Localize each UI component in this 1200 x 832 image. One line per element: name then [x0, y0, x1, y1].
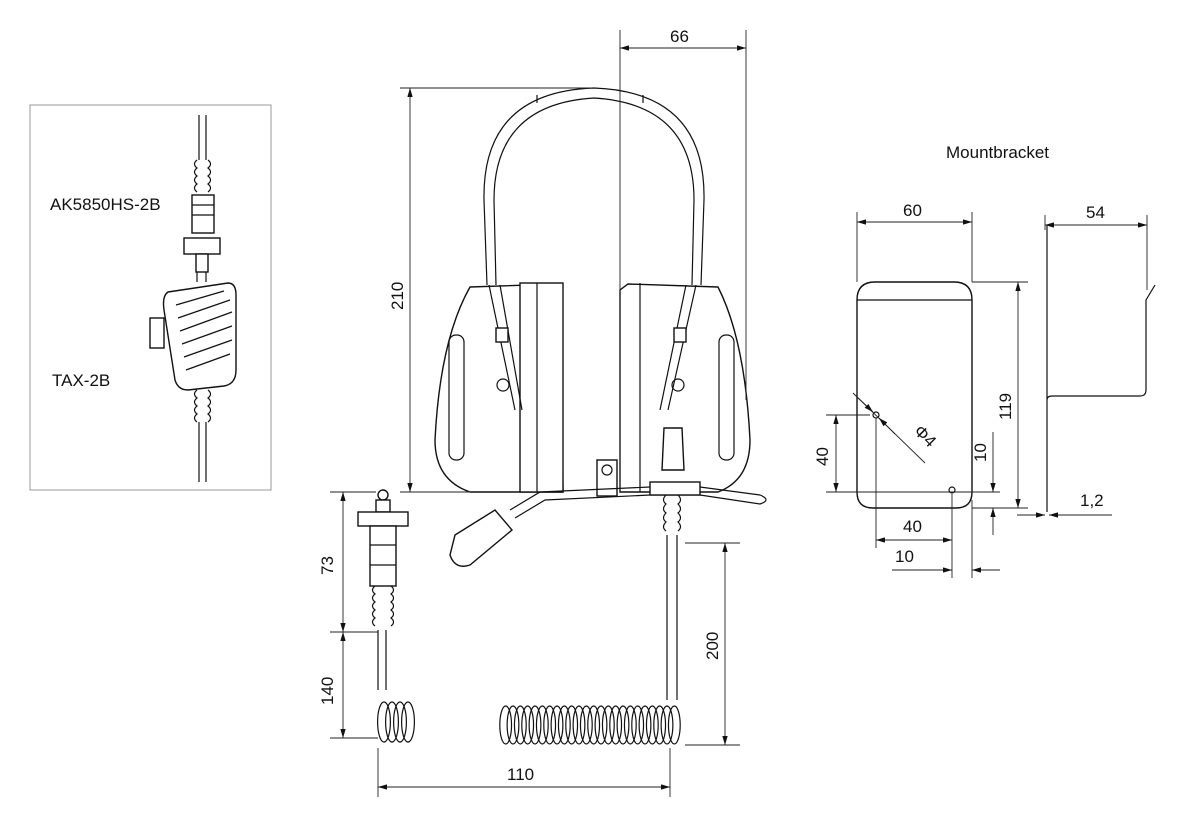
mount-bracket: Mountbracket 60 54 119 40 10 Φ4 40 [813, 143, 1156, 578]
ptt-label: TAX-2B [52, 371, 110, 390]
coil-loop [667, 705, 681, 745]
coil-loop [521, 705, 535, 745]
coil-loop [506, 705, 520, 745]
coil-loop [623, 705, 637, 745]
coil-loop [385, 701, 400, 743]
coil-loop [393, 701, 408, 743]
dim-66: 66 [670, 27, 689, 46]
dim-60: 60 [903, 201, 922, 220]
coil-loop [535, 705, 549, 745]
headset-dimensions: 66 210 73 140 200 110 [318, 27, 747, 797]
dim-210: 210 [388, 282, 407, 310]
dim-thickness: 1,2 [1080, 491, 1104, 510]
coil-loop [631, 705, 645, 745]
dim-140: 140 [318, 677, 337, 705]
coil-loop [653, 705, 667, 745]
coil-loop [587, 705, 601, 745]
dim-10-vertical: 10 [971, 443, 990, 462]
coil-loop [594, 705, 608, 745]
headset-drawing [357, 87, 767, 745]
dim-40-horizontal: 40 [903, 517, 922, 536]
coil-loop [528, 705, 542, 745]
dim-54: 54 [1086, 203, 1105, 222]
coil-loop [645, 705, 659, 745]
coil-loop [609, 705, 623, 745]
connector-label: AK5850HS-2B [50, 195, 161, 214]
inset-panel: AK5850HS-2B TAX-2B [29, 104, 272, 491]
coil-loop [543, 705, 557, 745]
dim-40-vertical: 40 [813, 447, 832, 466]
coil-loop [601, 705, 615, 745]
coil-loop [401, 701, 416, 743]
connector-drawing [183, 115, 221, 273]
coiled-cable-long [499, 705, 681, 745]
coil-loop [550, 705, 564, 745]
coil-loop [377, 701, 392, 743]
coiled-cable-short [377, 701, 416, 743]
dim-10-horizontal: 10 [895, 547, 914, 566]
bracket-title: Mountbracket [946, 143, 1049, 162]
coil-loop [616, 705, 630, 745]
coil-loop [579, 705, 593, 745]
dim-200: 200 [703, 632, 722, 660]
coil-loop [499, 705, 513, 745]
coil-loop [513, 705, 527, 745]
coil-loop [660, 705, 674, 745]
coil-loop [638, 705, 652, 745]
dim-110: 110 [507, 765, 534, 784]
dim-73: 73 [318, 556, 337, 575]
coil-loop [557, 705, 571, 745]
coil-loop [572, 705, 586, 745]
ptt-switch-drawing [149, 272, 237, 482]
plug-drawing [357, 489, 409, 690]
dim-119: 119 [996, 393, 1015, 420]
coil-loop [565, 705, 579, 745]
